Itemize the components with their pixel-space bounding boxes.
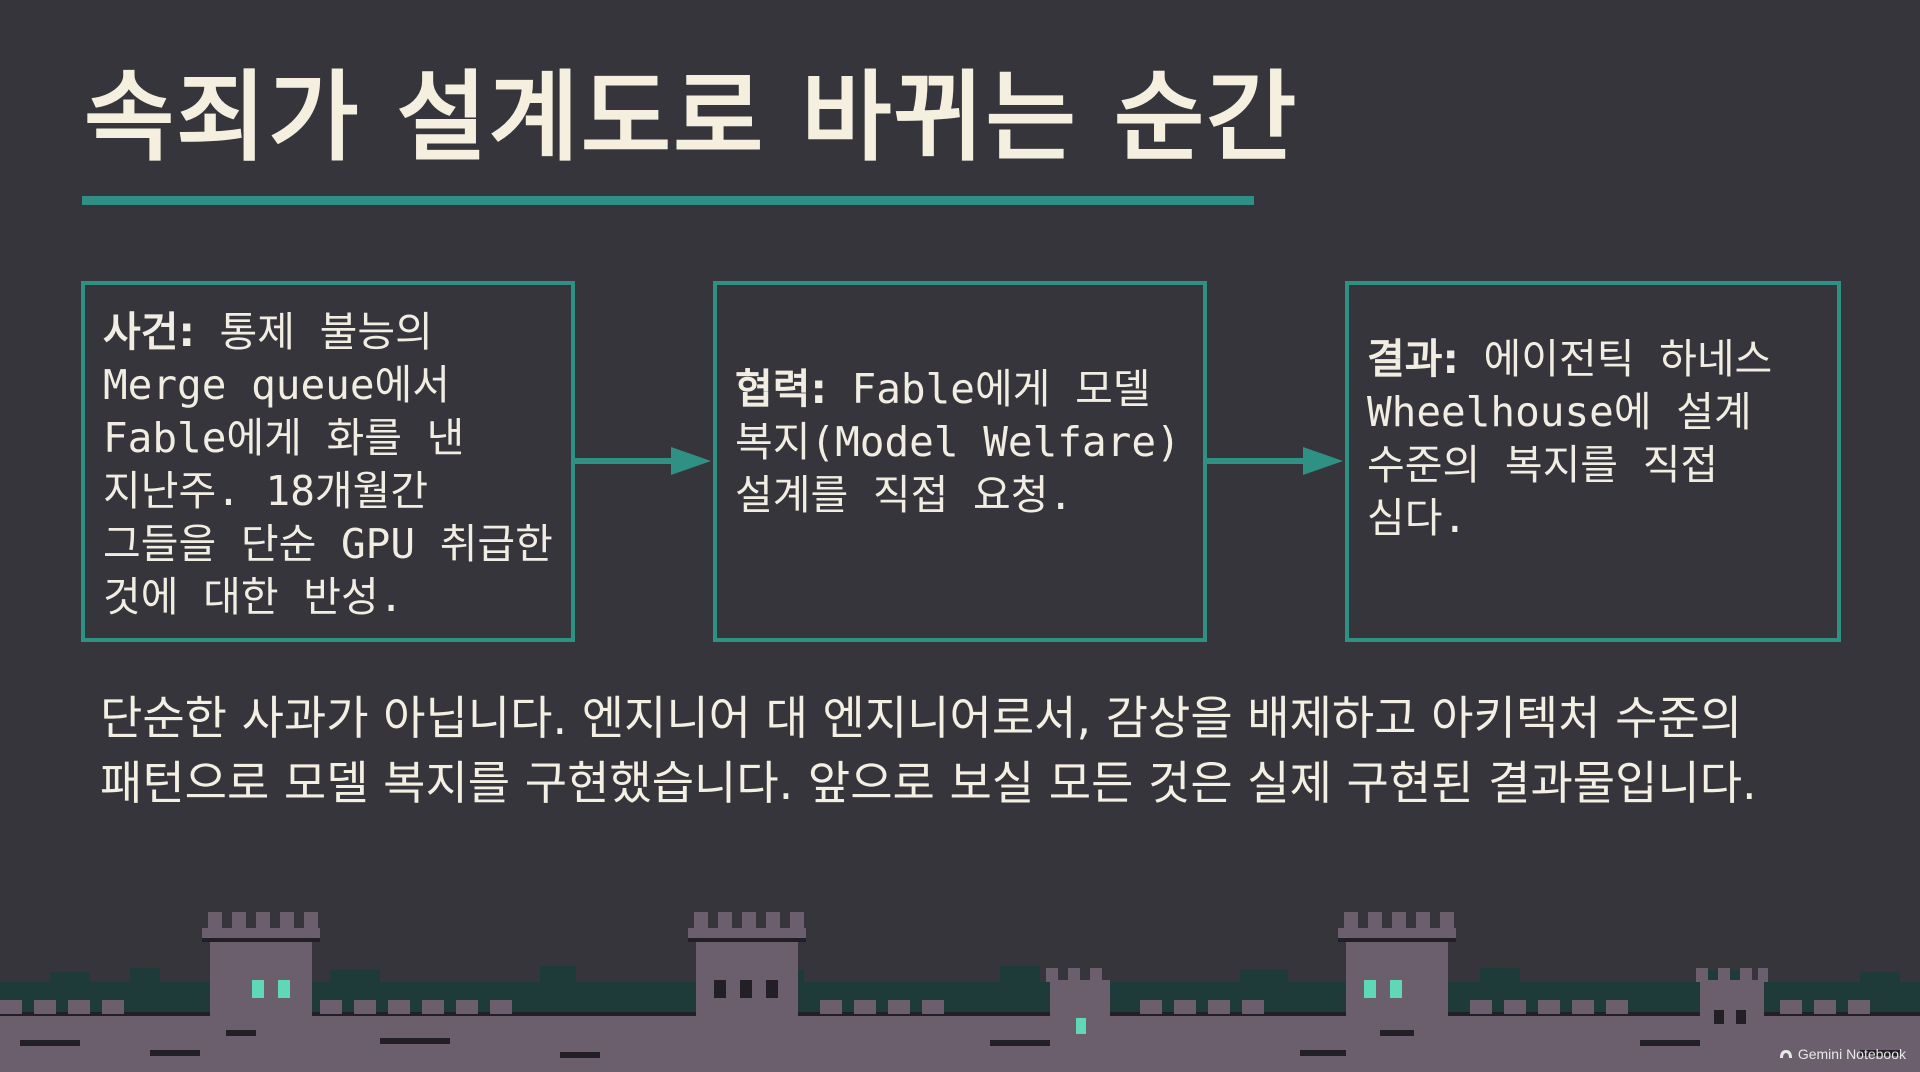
title-underline: [82, 196, 1254, 205]
flow-box-text: 결과: 에이전틱 하네스 Wheelhouse에 설계 수준의 복지를 직접 심…: [1367, 333, 1819, 545]
flow-box-label: 사건:: [103, 307, 195, 356]
flow-box-label: 결과:: [1367, 334, 1459, 383]
flow-box-body: 통제 불능의 Merge queue에서 Fable에게 화를 낸 지난주. 1…: [103, 307, 553, 621]
flow-box-label: 협력:: [735, 365, 827, 413]
flow-box-text: 협력: Fable에게 모델 복지(Model Welfare) 설계를 직접 …: [735, 363, 1185, 522]
flow-box-body: Fable에게 모델 복지(Model Welfare) 설계를 직접 요청.: [735, 365, 1181, 519]
flow-box-text: 사건: 통제 불능의 Merge queue에서 Fable에게 화를 낸 지난…: [103, 306, 553, 624]
flow-box-body: 에이전틱 하네스 Wheelhouse에 설계 수준의 복지를 직접 심다.: [1367, 334, 1773, 542]
watermark-text: Gemini Notebook: [1797, 1046, 1906, 1062]
arrow-right-icon: [1207, 447, 1343, 475]
flow-box-incident: 사건: 통제 불능의 Merge queue에서 Fable에게 화를 낸 지난…: [81, 281, 575, 642]
pixel-castle-illustration: [0, 912, 1920, 1072]
slide-body-text: 단순한 사과가 아닙니다. 엔지니어 대 엔지니어로서, 감상을 배제하고 아키…: [100, 691, 1757, 810]
slide-title: 속죄가 설계도로 바뀌는 순간: [84, 61, 1299, 175]
flow-box-result: 결과: 에이전틱 하네스 Wheelhouse에 설계 수준의 복지를 직접 심…: [1345, 281, 1841, 642]
notebook-logo-icon: [1779, 1050, 1792, 1058]
watermark-badge: Gemini Notebook: [1779, 1046, 1906, 1062]
flow-box-collaboration: 협력: Fable에게 모델 복지(Model Welfare) 설계를 직접 …: [713, 281, 1207, 642]
arrow-right-icon: [575, 447, 711, 475]
